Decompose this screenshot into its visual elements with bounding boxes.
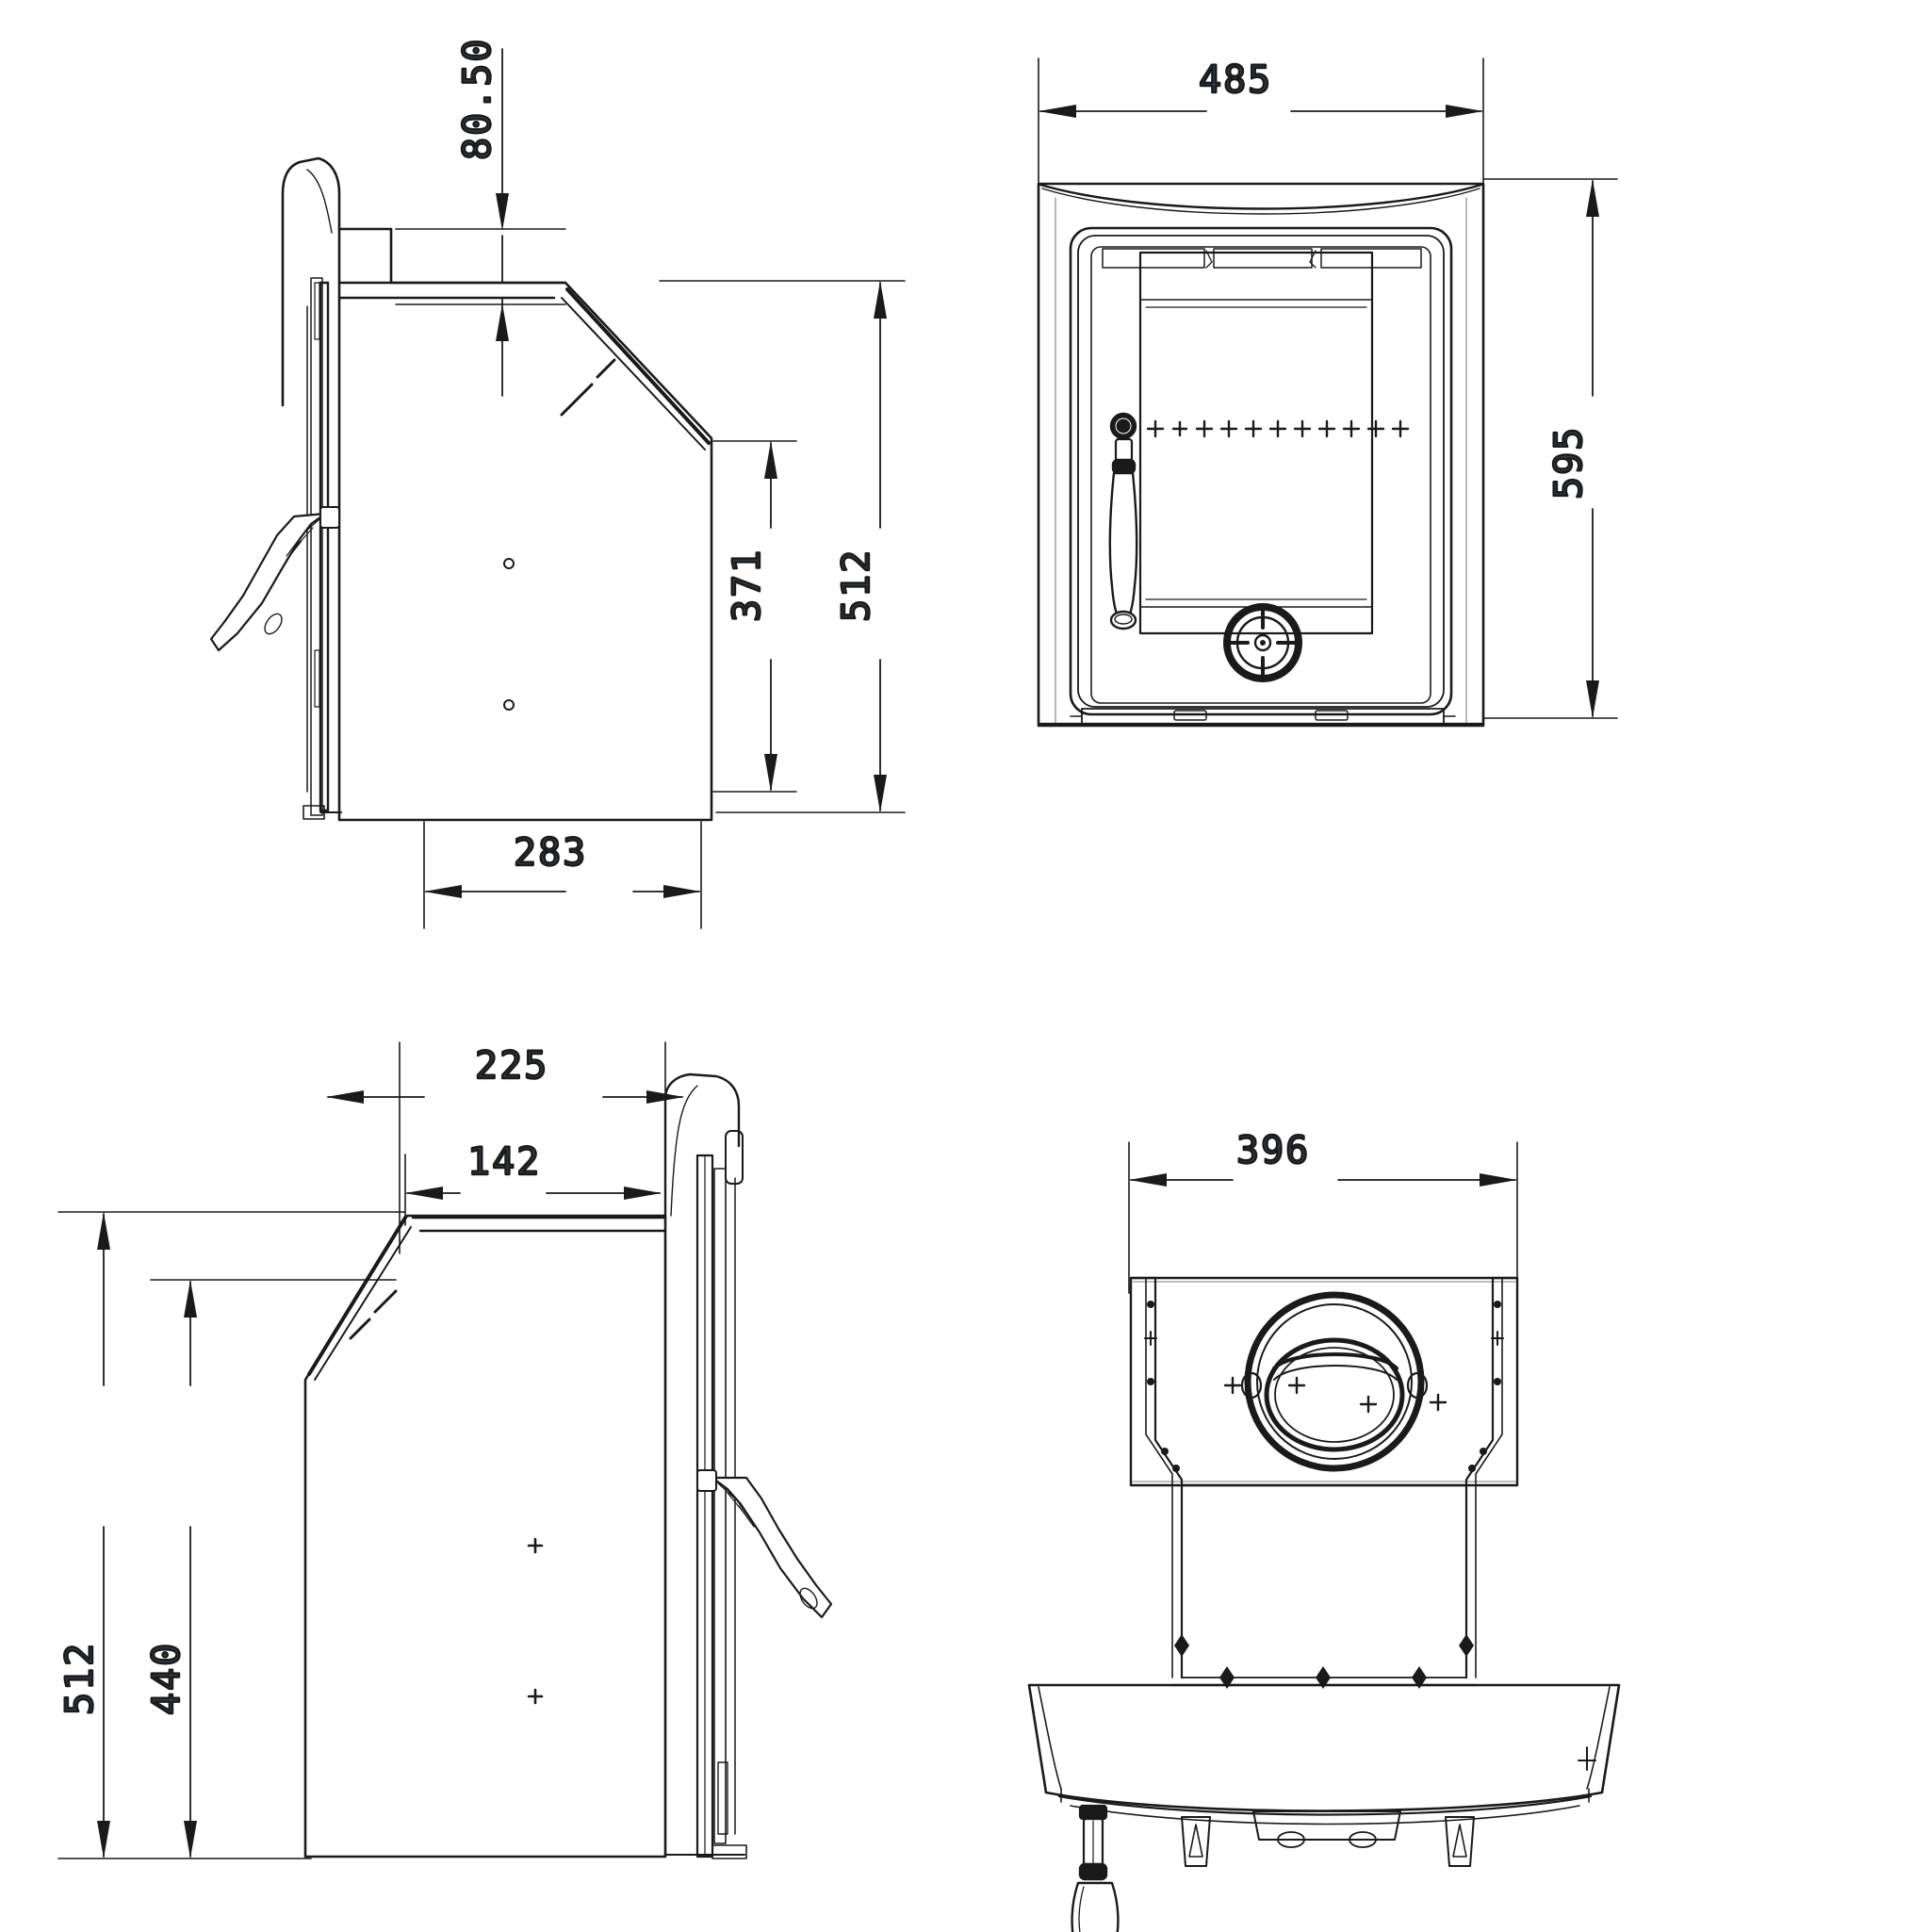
dimension-label-371: 371	[726, 548, 769, 622]
dimension-283: 283	[423, 821, 702, 929]
door-handle-side-mirrored	[696, 1469, 833, 1619]
front-view-top-right: 485 595	[980, 0, 1922, 952]
dimension-label-512-b: 512	[58, 1642, 102, 1715]
air-control-knob[interactable]	[1223, 603, 1302, 682]
dimension-512: 512	[659, 280, 906, 813]
door-handle-side	[209, 506, 340, 652]
stove-side-outline-mirrored	[303, 1072, 747, 1859]
dimension-396: 396	[1128, 1128, 1518, 1294]
dimension-512-b: 512	[57, 1211, 406, 1859]
side-view-bottom-left: 225 142 512 440	[0, 980, 961, 1932]
top-view-bottom-right: 396	[980, 1112, 1922, 1932]
door-glass	[1138, 251, 1374, 635]
flue-collar	[1240, 1291, 1429, 1472]
plan-fixing-marks	[1223, 1376, 1448, 1414]
dimension-371: 371	[712, 440, 797, 793]
bottom-plinth	[1070, 708, 1456, 725]
dimension-595: 595	[1482, 178, 1618, 719]
dimension-440: 440	[144, 1279, 397, 1858]
feet	[1181, 1810, 1475, 1867]
dimension-label-440: 440	[145, 1642, 188, 1715]
body-fixing-marks	[527, 1537, 544, 1705]
dimension-80-50: 80.50	[395, 36, 566, 397]
dimension-label-595: 595	[1547, 426, 1591, 499]
dimension-label-225: 225	[475, 1044, 548, 1088]
handle	[1071, 1804, 1120, 1932]
dimension-142: 142	[404, 1139, 662, 1226]
door-handle[interactable]	[1108, 412, 1138, 630]
stove-side-outline	[281, 156, 713, 822]
side-view-left-top: 80.50	[0, 0, 942, 952]
rail-studs	[1174, 1634, 1474, 1689]
dimension-485: 485	[1038, 57, 1484, 185]
dimension-225: 225	[326, 1041, 684, 1254]
door-frame	[1069, 226, 1453, 716]
dimension-label-396: 396	[1236, 1129, 1310, 1172]
front-trim	[1027, 1683, 1621, 1826]
dimension-label-485: 485	[1199, 58, 1272, 102]
dimension-label-283: 283	[514, 831, 587, 875]
dimension-label-80-50: 80.50	[456, 38, 499, 160]
perforation-row	[1146, 419, 1410, 438]
dimension-label-512: 512	[835, 548, 878, 622]
dimension-label-142: 142	[467, 1140, 541, 1184]
